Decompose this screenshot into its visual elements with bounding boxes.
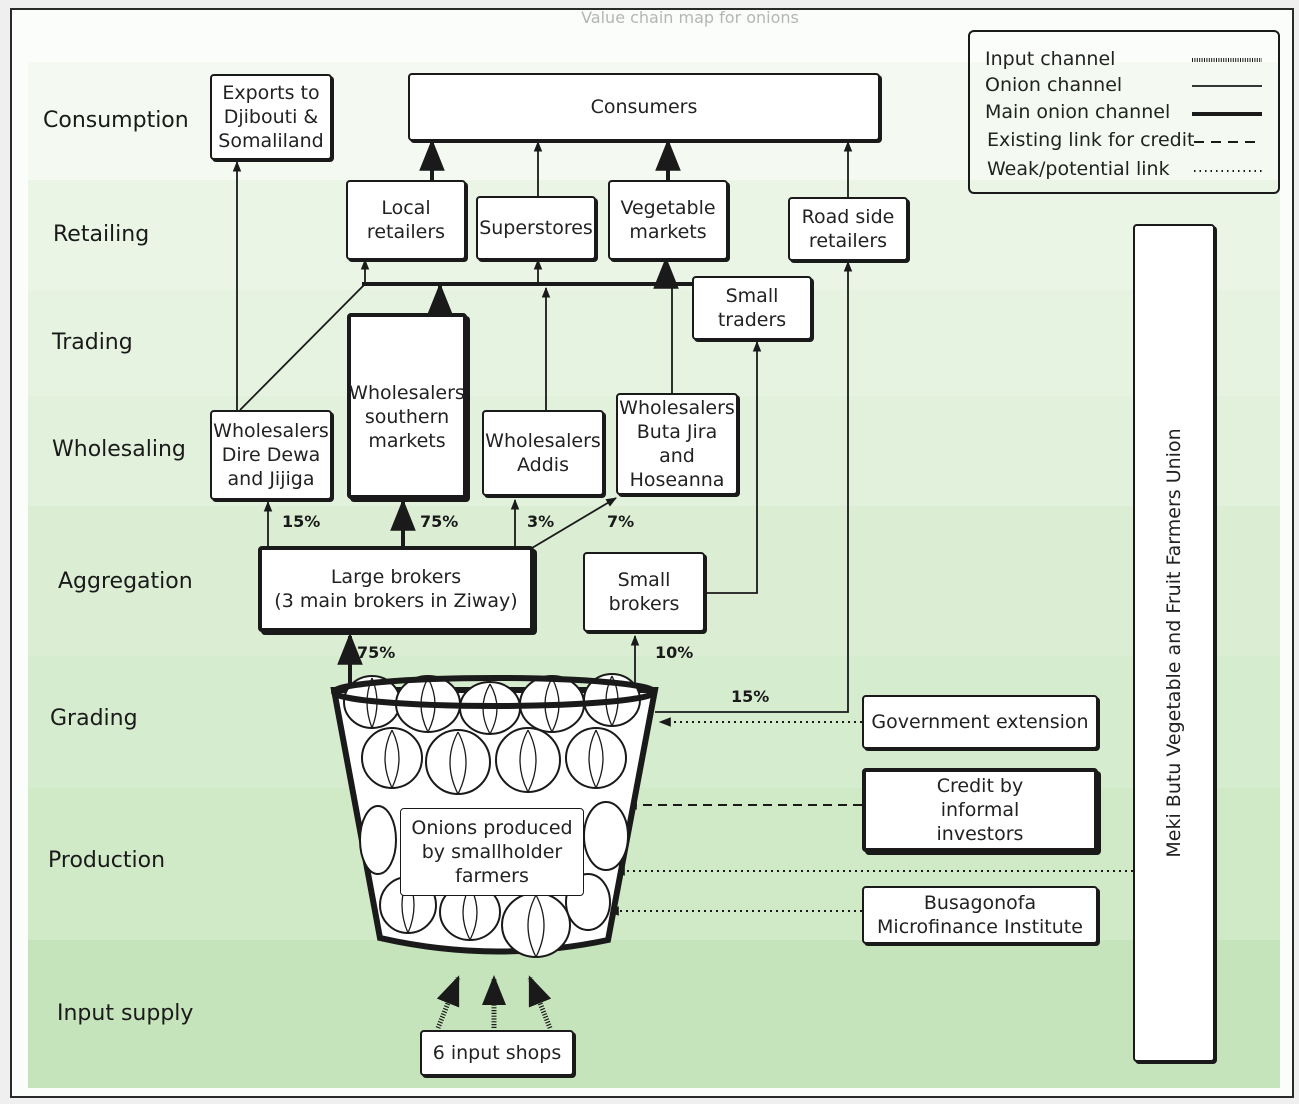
figure-title: Value chain map for onions [581,8,799,27]
node-government-extension-label: Government extension [871,711,1089,733]
node-local-retailers: Local retailers [346,180,466,260]
node-credit-informal: Credit by informal investors [862,768,1098,852]
node-vegetable-markets: Vegetable markets [608,180,728,260]
node-road-side-retailers: Road side retailers [788,197,908,261]
legend-item-input-channel: Input channel [985,48,1116,70]
node-superstores: Superstores [476,196,596,260]
node-onions-produced: Onions produced by smallholder farmers [400,808,584,896]
stage-label-retailing: Retailing [53,222,150,247]
legend-item-main-onion-channel: Main onion channel [985,101,1171,123]
node-small-brokers: Small brokers [583,552,705,632]
node-wholesalers-southern: Wholesalers southern markets [347,313,467,499]
node-road-side-retailers-label: Road side retailers [801,206,895,252]
node-consumers: Consumers [408,73,880,141]
node-busagonofa-label: Busagonofa Microfinance Institute [877,892,1083,938]
node-local-retailers-label: Local retailers [366,197,446,243]
pct-farmers-to-roadside: 15% [731,687,770,706]
stage-label-trading: Trading [52,330,133,355]
arrow-farmers-to-roadside [655,260,853,713]
stage-label-input-supply: Input supply [57,1001,194,1026]
node-consumers-label: Consumers [590,96,698,118]
stage-label-aggregation: Aggregation [58,569,193,594]
node-government-extension: Government extension [862,695,1098,749]
legend-item-onion-channel: Onion channel [985,74,1123,96]
pct-to-southern: 75% [420,512,459,531]
node-input-shops-label: 6 input shops [432,1042,562,1064]
input-arrow-left [435,975,461,1029]
legend-item-credit-link: Existing link for credit [987,129,1195,151]
node-large-brokers: Large brokers (3 main brokers in Ziway) [258,546,534,632]
node-input-shops: 6 input shops [420,1030,574,1076]
node-farmers-union-label: Meki Butu Vegetable and Fruit Farmers Un… [1163,428,1185,858]
pct-to-buta-jira: 7% [607,512,635,531]
line-diredewa-to-bus [239,283,366,411]
node-onions-produced-label: Onions produced by smallholder farmers [411,817,573,887]
node-large-brokers-label: Large brokers (3 main brokers in Ziway) [274,566,518,612]
node-superstores-label: Superstores [479,217,593,239]
input-arrow-right [527,975,553,1029]
node-wholesalers-addis-label: Wholesalers Addis [485,430,601,476]
node-wholesalers-dire-dewa-label: Wholesalers Dire Dewa and Jijiga [213,420,329,490]
node-wholesalers-addis: Wholesalers Addis [482,410,604,496]
pct-to-addis: 3% [527,512,555,531]
legend-item-weak-link: Weak/potential link [987,158,1170,180]
node-small-brokers-label: Small brokers [608,569,680,615]
pct-to-dire-dewa: 15% [282,512,321,531]
node-exports: Exports to Djibouti & Somaliland [210,74,332,160]
node-vegetable-markets-label: Vegetable markets [620,197,716,243]
node-wholesalers-buta-jira: Wholesalers Buta Jira and Hoseanna [616,393,738,495]
stage-label-grading: Grading [50,706,138,731]
pct-farmers-to-small-brokers: 10% [655,643,694,662]
node-wholesalers-buta-jira-label: Wholesalers Buta Jira and Hoseanna [619,397,735,491]
node-exports-label: Exports to Djibouti & Somaliland [218,82,324,152]
node-farmers-union: Meki Butu Vegetable and Fruit Farmers Un… [1133,224,1215,1062]
node-wholesalers-southern-label: Wholesalers southern markets [349,382,465,452]
node-busagonofa: Busagonofa Microfinance Institute [862,886,1098,944]
node-small-traders: Small traders [692,276,812,340]
legend-box [968,30,1280,194]
node-wholesalers-dire-dewa: Wholesalers Dire Dewa and Jijiga [210,410,332,500]
arrow-brokers-to-butajira [531,497,617,549]
stage-label-wholesaling: Wholesaling [52,437,186,462]
legend-swatches [1192,58,1262,172]
stage-label-consumption: Consumption [43,108,189,133]
band-input-supply [28,940,1280,1088]
arrow-smallbrokers-to-traders [706,340,762,594]
pct-farmers-to-large-brokers: 75% [357,643,396,662]
node-small-traders-label: Small traders [717,285,787,331]
node-credit-informal-label: Credit by informal investors [936,775,1024,845]
stage-label-production: Production [48,848,166,873]
